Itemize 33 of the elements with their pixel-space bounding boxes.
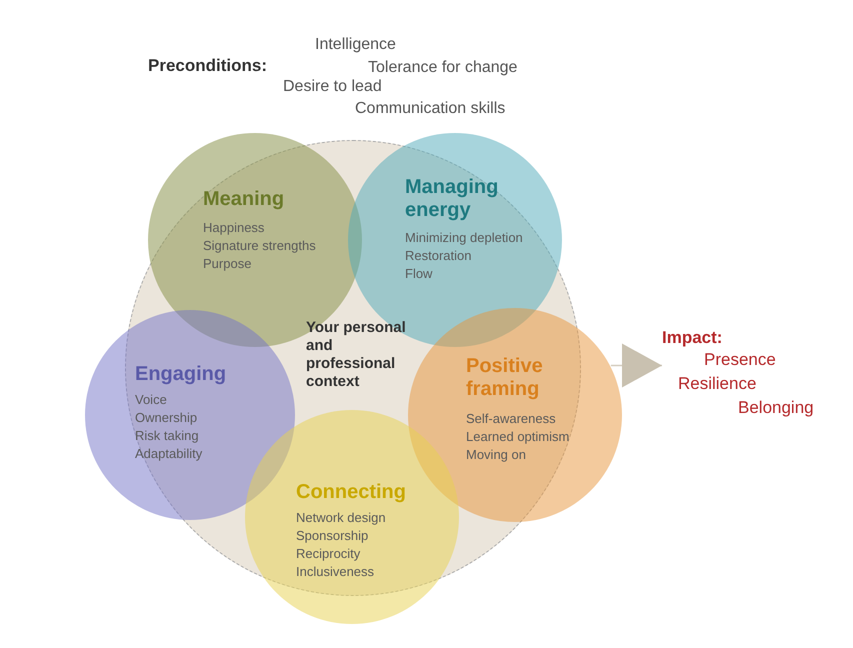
impact-item: Belonging	[738, 398, 814, 418]
circle-title: Positive framing	[466, 355, 544, 401]
list-item: Risk taking	[135, 428, 199, 443]
list-item: Reciprocity	[296, 546, 360, 561]
list-item: Minimizing depletion	[405, 230, 523, 245]
list-item: Ownership	[135, 410, 198, 425]
center-label: Your personal and professional context	[306, 319, 407, 391]
precondition-item: Tolerance for change	[368, 59, 518, 77]
list-item: Learned optimism	[466, 429, 570, 444]
list-item: Signature strengths	[203, 238, 316, 253]
preconditions-heading: Preconditions:	[148, 56, 268, 76]
list-item: Inclusiveness	[296, 564, 374, 579]
list-item: Voice	[135, 392, 167, 407]
list-item: Purpose	[203, 256, 252, 271]
list-item: Sponsorship	[296, 528, 368, 543]
impact-item: Presence	[704, 350, 776, 370]
list-item: Network design	[296, 510, 386, 525]
impact-item: Resilience	[678, 374, 756, 394]
circle-title: Engaging	[135, 363, 228, 386]
circle-title: Meaning	[203, 188, 286, 211]
list-item: Happiness	[203, 220, 264, 235]
list-item: Self-awareness	[466, 411, 556, 426]
list-item: Adaptability	[135, 446, 202, 461]
list-item: Moving on	[466, 447, 526, 462]
precondition-item: Desire to lead	[283, 78, 382, 96]
precondition-item: Intelligence	[315, 36, 396, 54]
precondition-item: Communication skills	[355, 100, 506, 118]
impact-heading: Impact:	[662, 328, 724, 348]
circle-title: Managing energy	[405, 176, 500, 222]
circle-title: Connecting	[296, 481, 407, 504]
list-item: Restoration	[405, 248, 472, 263]
list-item: Flow	[405, 266, 432, 281]
arrow	[610, 344, 662, 388]
